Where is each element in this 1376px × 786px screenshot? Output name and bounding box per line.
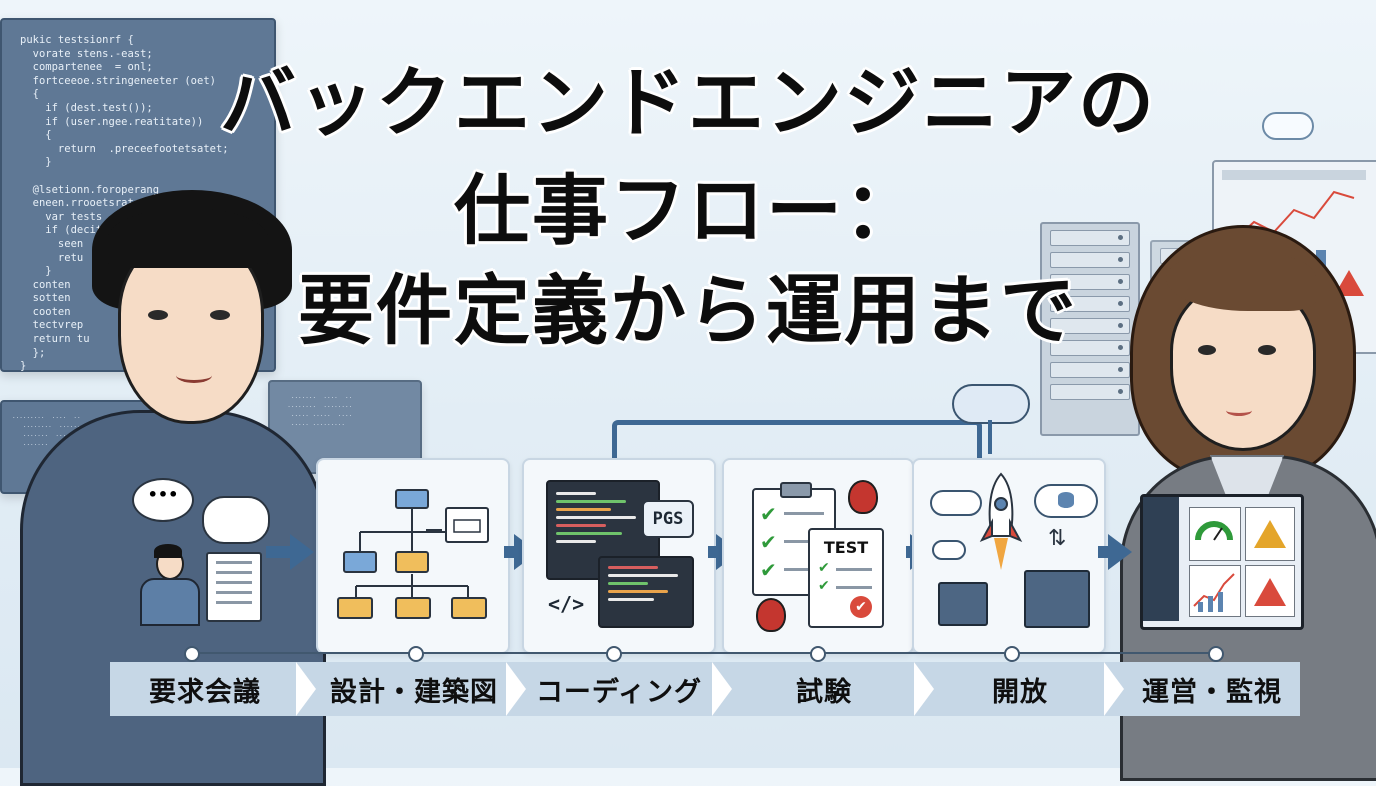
step-label-3: コーディング xyxy=(535,676,703,708)
step-1-meeting-icon: ••• xyxy=(118,470,270,635)
monitoring-dashboard-icon xyxy=(1140,494,1304,630)
pgs-badge: PGS xyxy=(642,500,694,538)
page-title-line-1: バックエンドエンジニアの xyxy=(220,58,1156,147)
server-stack-icon-2 xyxy=(1024,570,1090,628)
man-eye-right xyxy=(210,310,230,320)
step-label-1: 要求会議 xyxy=(149,676,261,708)
database-cloud-icon xyxy=(1034,484,1098,518)
gauge-icon xyxy=(1195,521,1233,541)
timeline-dot xyxy=(184,646,200,662)
step-label-2: 設計・建築図 xyxy=(330,676,498,708)
cloud-icon xyxy=(930,490,982,516)
page-title-line-3: 要件定義から運用まで xyxy=(298,266,1078,355)
background-code-text: pukic testsionrf { vorate stens.-east; c… xyxy=(20,34,229,373)
timeline-dot xyxy=(606,646,622,662)
flow-arrow xyxy=(290,534,314,570)
test-sheet-icon: TEST ✔ ✔ ✔ xyxy=(808,528,884,628)
feedback-loop-line xyxy=(612,420,982,465)
woman-eye-right xyxy=(1258,345,1276,355)
man-eye-left xyxy=(148,310,168,320)
man-smile xyxy=(176,368,212,383)
rocket-icon xyxy=(979,472,1023,570)
alert-icon xyxy=(1254,578,1286,606)
woman-face xyxy=(1170,285,1316,451)
server-rack xyxy=(1040,222,1140,436)
timeline-dot xyxy=(1004,646,1020,662)
woman-eye-left xyxy=(1198,345,1216,355)
woman-smile xyxy=(1226,405,1252,416)
step-label-6: 運営・監視 xyxy=(1142,676,1282,708)
timeline-dot xyxy=(1208,646,1224,662)
document-bubble-icon xyxy=(202,496,270,544)
server-stack-icon xyxy=(938,582,988,626)
document-icon xyxy=(206,552,262,622)
warning-icon xyxy=(1254,520,1286,548)
timeline-line xyxy=(190,652,1220,654)
step-label-4: 試験 xyxy=(796,676,852,708)
timeline-dot xyxy=(408,646,424,662)
code-editor-icon-2 xyxy=(598,556,694,628)
step-2-flowchart-icon xyxy=(337,489,489,619)
person-icon xyxy=(140,544,200,626)
down-arrow-icon xyxy=(988,420,992,454)
bug-icon xyxy=(848,480,878,514)
flow-arrow xyxy=(1108,534,1132,570)
code-tag-icon: </> xyxy=(548,592,585,616)
cloud-icon xyxy=(1262,112,1314,140)
bug-icon-2 xyxy=(756,598,786,632)
cloud-icon xyxy=(932,540,966,560)
cloud-icon xyxy=(952,384,1030,424)
speech-bubble-icon: ••• xyxy=(132,478,194,522)
step-label-5: 開放 xyxy=(992,676,1048,708)
line-chart-icon xyxy=(1193,573,1235,612)
timeline-dot xyxy=(810,646,826,662)
sync-arrows-icon: ⇅ xyxy=(1048,526,1067,551)
page-title-line-2: 仕事フロー： xyxy=(454,166,922,255)
